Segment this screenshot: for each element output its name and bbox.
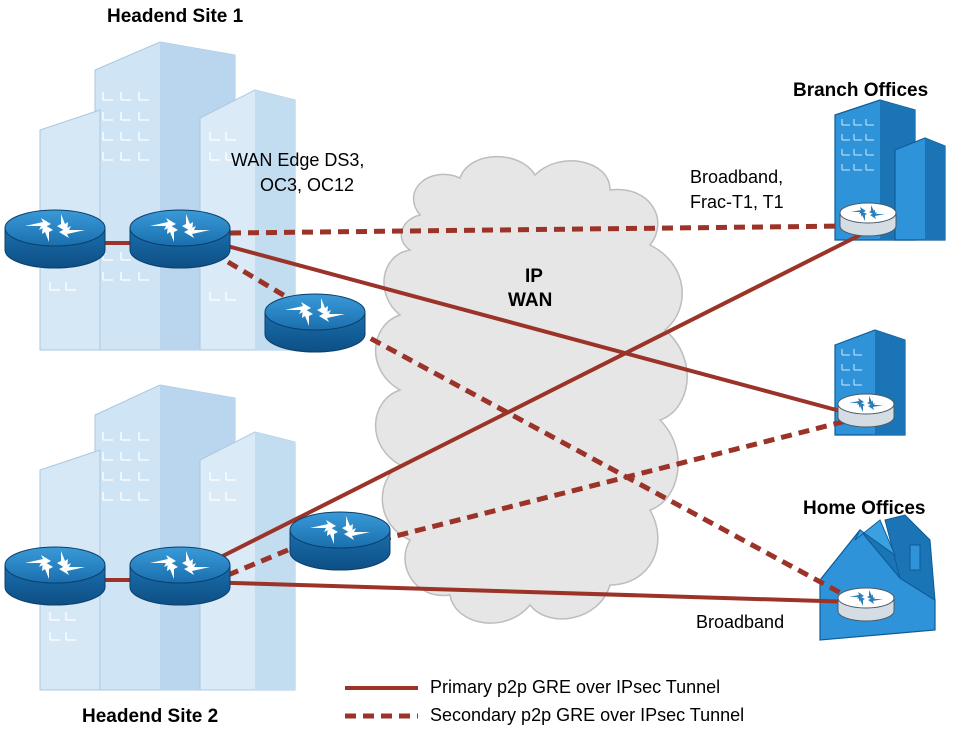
router-icon (129, 546, 231, 606)
router-icon (4, 546, 106, 606)
secondary-tunnel-mid-branch2 (379, 417, 851, 543)
ip-wan-label-line2: WAN (508, 290, 553, 311)
router-icon (837, 393, 895, 428)
router-icon (4, 209, 106, 269)
branch-link-label-line1: Broadband, (690, 167, 784, 187)
headend-site-1-label: Headend Site 1 (107, 6, 244, 27)
branch-offices-label: Branch Offices (793, 80, 929, 101)
router-icon (839, 202, 897, 237)
home-offices-label: Home Offices (803, 498, 926, 519)
home-link-label: Broadband (696, 612, 785, 632)
primary-tunnel-h2-home (199, 580, 856, 604)
router-icon (289, 511, 391, 571)
house-icon (819, 514, 936, 641)
router-icon (129, 209, 231, 269)
wan-edge-label-line1: WAN Edge DS3, (231, 150, 365, 170)
headend-site-2-label: Headend Site 2 (82, 706, 219, 727)
primary-tunnel-h1-branch2 (204, 238, 856, 417)
tunnel-lines (105, 223, 861, 604)
router-icon (264, 293, 366, 353)
legend-primary-label: Primary p2p GRE over IPsec Tunnel (430, 677, 721, 697)
cloud-icon (374, 155, 688, 624)
wan-edge-label-line2: OC3, OC12 (260, 175, 355, 195)
headend-site-1-building (39, 41, 296, 351)
secondary-tunnel-h1-mid (226, 259, 302, 308)
branch-link-label-line2: Frac-T1, T1 (690, 192, 784, 212)
primary-tunnel-h2-branch1 (194, 233, 861, 572)
secondary-tunnel-h1-branch1 (229, 223, 851, 236)
ip-wan-label-line1: IP (525, 266, 543, 287)
secondary-tunnel-h2-mid (227, 542, 301, 578)
legend-secondary-label: Secondary p2p GRE over IPsec Tunnel (430, 705, 745, 725)
secondary-tunnel-mid-home (353, 327, 852, 601)
router-icon (837, 587, 895, 622)
